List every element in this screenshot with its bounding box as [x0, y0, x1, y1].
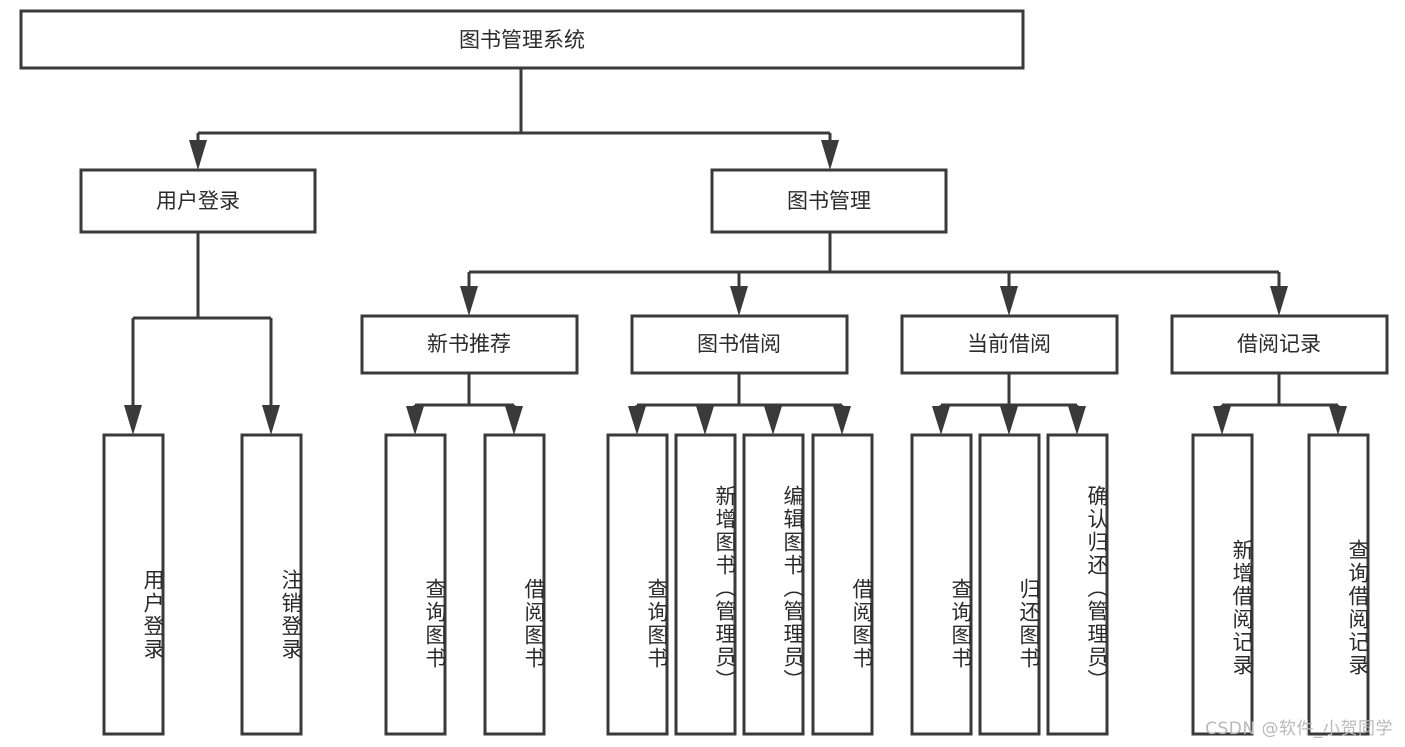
connector-layer [124, 68, 1347, 435]
node-label-root: 图书管理系统 [459, 28, 585, 52]
arrow-head-book-borrow [730, 286, 748, 316]
arrow-head-borrow-record [1270, 286, 1288, 316]
node-box-leaf-add-book[interactable] [674, 433, 737, 736]
node-label-book-manage: 图书管理 [787, 189, 871, 213]
node-box-leaf-query-record[interactable] [1307, 433, 1370, 736]
node-box-leaf-logout[interactable] [240, 433, 303, 736]
arrow-head-user-login [189, 140, 207, 170]
arrow-head-current-borrow [1000, 286, 1018, 316]
arrow-head-leaf-borrow-book-2 [833, 406, 851, 435]
csdn-watermark: CSDN @软件_小贺同学 [1205, 719, 1393, 739]
node-label-current-borrow: 当前借阅 [967, 332, 1051, 356]
node-box-leaf-edit-book[interactable] [742, 433, 805, 736]
node-box-borrow-record[interactable] [1170, 314, 1389, 375]
node-box-leaf-confirm-return[interactable] [1046, 433, 1109, 736]
arrow-head-leaf-confirm-return [1068, 406, 1086, 435]
arrow-head-leaf-add-record [1213, 406, 1231, 435]
arrow-head-leaf-return-book [1000, 406, 1018, 435]
arrow-head-book-manage [821, 140, 839, 170]
arrow-head-leaf-query-book-2 [628, 406, 646, 435]
node-label-new-book-recommend: 新书推荐 [427, 332, 511, 356]
node-box-book-manage[interactable] [710, 168, 948, 234]
node-box-leaf-borrow-book-2[interactable] [811, 433, 874, 736]
node-box-leaf-query-book-1[interactable] [384, 433, 447, 736]
node-box-leaf-add-record[interactable] [1191, 433, 1254, 736]
node-box-leaf-return-book[interactable] [978, 433, 1041, 736]
node-box-leaf-query-book-2[interactable] [606, 433, 669, 736]
arrow-head-leaf-borrow-book-1 [505, 406, 523, 435]
node-box-user-login[interactable] [79, 168, 317, 234]
node-label-book-borrow: 图书借阅 [697, 332, 781, 356]
arrow-head-leaf-user-login [124, 405, 142, 435]
node-box-leaf-borrow-book-1[interactable] [483, 433, 546, 736]
node-layer: 图书管理系统 用户登录 图书管理 新书推荐 图书借阅 当前借阅 借阅记录 [19, 9, 1389, 736]
node-box-leaf-user-login[interactable] [102, 433, 165, 736]
node-label-borrow-record: 借阅记录 [1237, 332, 1321, 356]
node-box-new-book-recommend[interactable] [360, 314, 579, 375]
arrow-head-leaf-query-book-1 [406, 406, 424, 435]
arrow-head-leaf-query-book-3 [932, 406, 950, 435]
arrow-head-leaf-edit-book [764, 406, 782, 435]
node-box-current-borrow[interactable] [900, 314, 1119, 375]
arrow-head-leaf-query-record [1329, 406, 1347, 435]
arrow-head-leaf-add-book [696, 406, 714, 435]
node-box-leaf-query-book-3[interactable] [910, 433, 973, 736]
node-box-root[interactable] [19, 9, 1025, 70]
arrow-head-leaf-logout [262, 405, 280, 435]
node-box-book-borrow[interactable] [630, 314, 849, 375]
node-label-user-login: 用户登录 [156, 189, 240, 213]
arrow-head-new-book-recommend [460, 286, 478, 316]
